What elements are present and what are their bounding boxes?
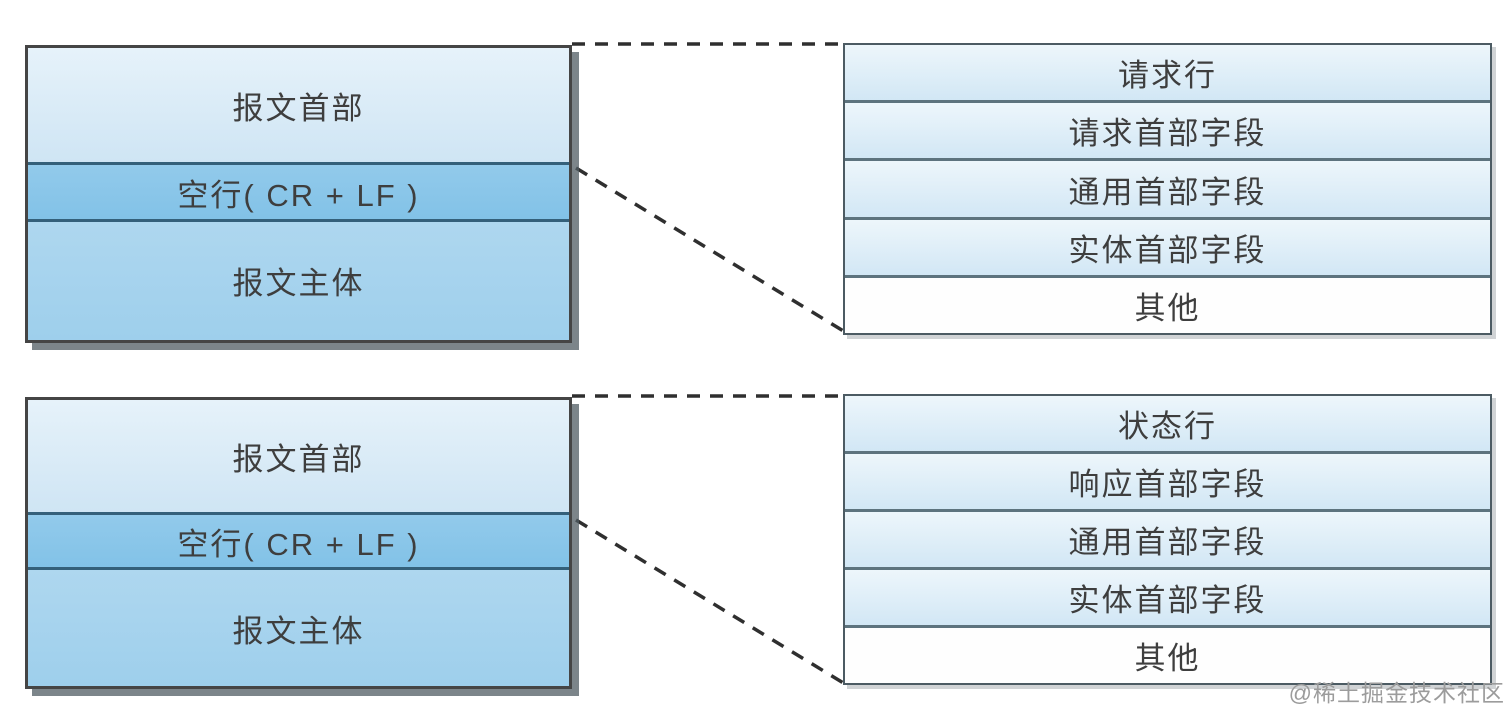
connector-response-diagonal-line (575, 518, 846, 686)
request-message-box: 报文首部 空行( CR + LF ) 报文主体 (25, 45, 572, 343)
message-body-row: 报文主体 (28, 570, 569, 686)
entity-header-fields-row: 实体首部字段 (845, 219, 1490, 278)
message-body-row: 报文主体 (28, 221, 569, 341)
connector-request-diagonal-line (575, 166, 846, 334)
general-header-fields-row: 通用首部字段 (845, 161, 1490, 220)
message-header-row: 报文首部 (28, 400, 569, 515)
message-header-row: 报文首部 (28, 48, 569, 166)
others-row: 其他 (845, 277, 1490, 334)
request-header-structure-box: 请求行 请求首部字段 通用首部字段 实体首部字段 其他 (843, 43, 1492, 335)
others-row: 其他 (845, 628, 1490, 683)
entity-header-fields-row: 实体首部字段 (845, 570, 1490, 628)
blank-line-row: 空行( CR + LF ) (28, 515, 569, 571)
general-header-fields-row: 通用首部字段 (845, 512, 1490, 570)
request-header-fields-row: 请求首部字段 (845, 103, 1490, 162)
response-header-fields-row: 响应首部字段 (845, 454, 1490, 512)
status-line-row: 状态行 (845, 396, 1490, 454)
blank-line-row: 空行( CR + LF ) (28, 165, 569, 222)
request-line-row: 请求行 (845, 45, 1490, 104)
response-header-structure-box: 状态行 响应首部字段 通用首部字段 实体首部字段 其他 (843, 394, 1492, 685)
response-message-box: 报文首部 空行( CR + LF ) 报文主体 (25, 397, 572, 689)
site-watermark: @稀土掘金技术社区 (1288, 680, 1505, 706)
